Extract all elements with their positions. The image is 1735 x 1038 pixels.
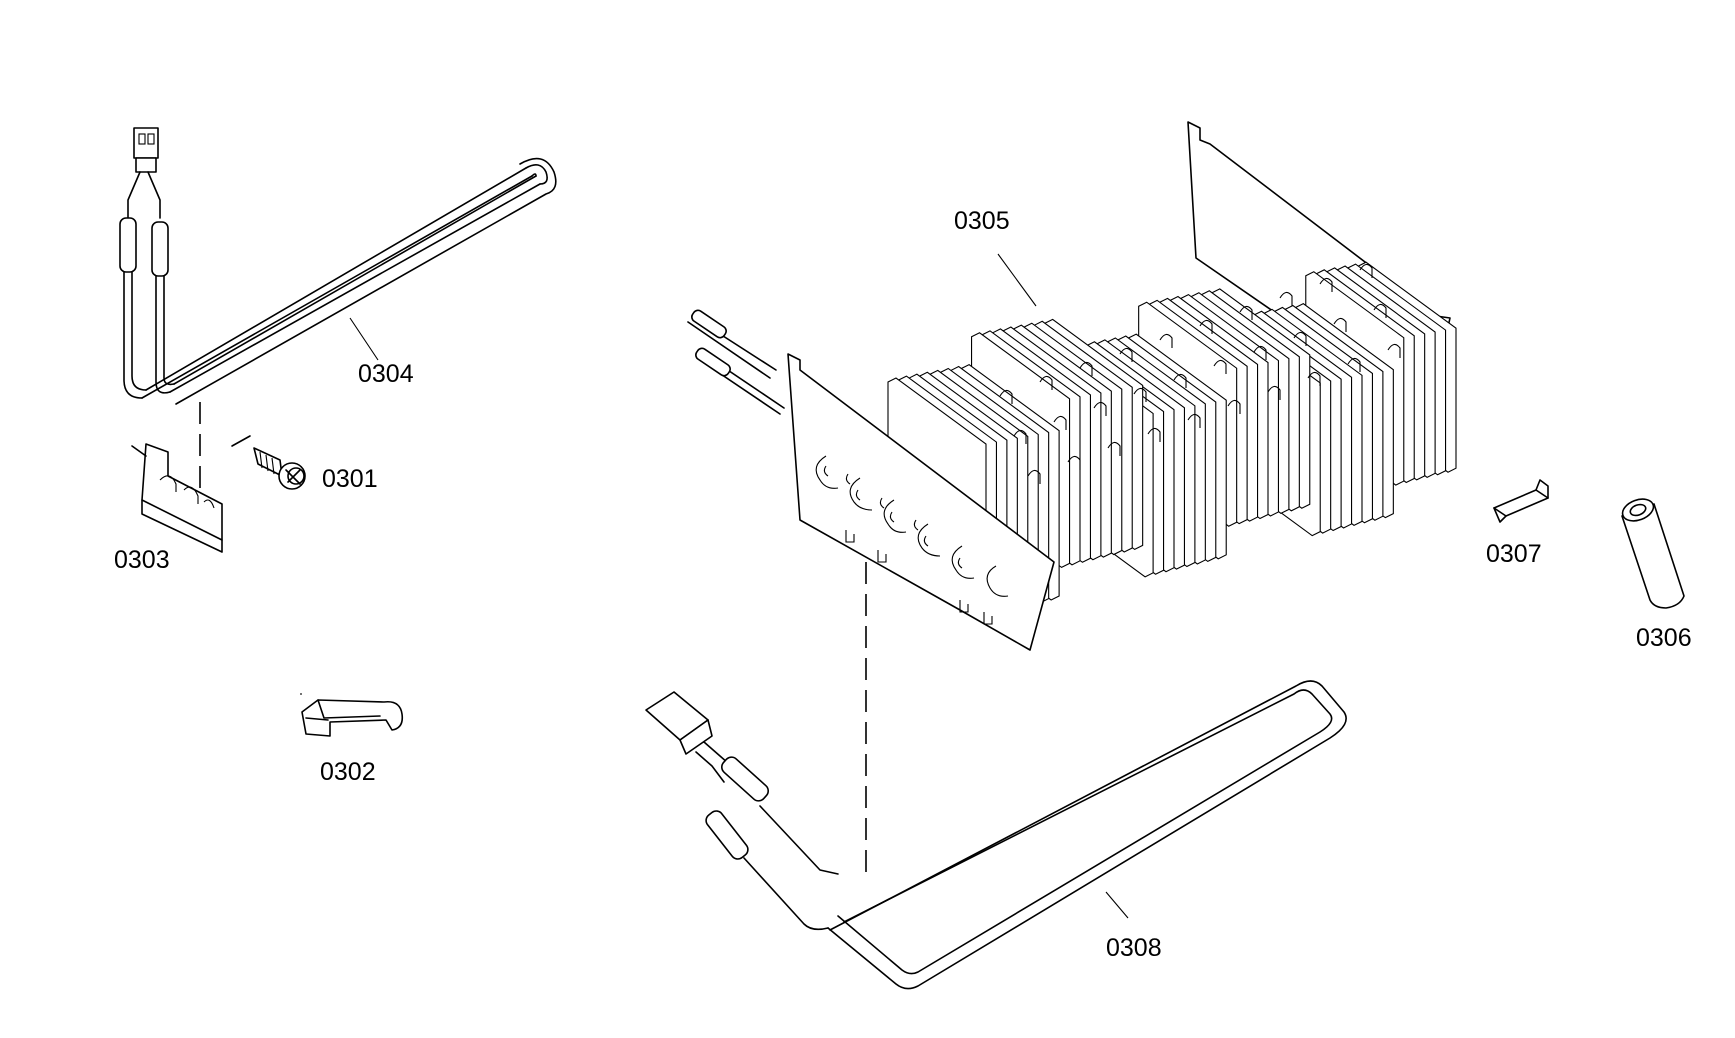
evaporator-tube-stub — [999, 389, 1013, 404]
evaporator-tube-stub — [1373, 303, 1387, 318]
evaporator-tube-stub — [1053, 415, 1067, 430]
label-0305: 0305 — [954, 207, 1010, 235]
evaporator-tube-stub — [1239, 305, 1253, 320]
evaporator-tube-stub — [1039, 375, 1053, 390]
label-0301: 0301 — [322, 465, 378, 493]
evaporator-tube-stub — [1227, 399, 1241, 414]
evaporator-tube-stub — [1013, 429, 1027, 444]
label-0308: 0308 — [1106, 934, 1162, 962]
evaporator-tube-stub — [1319, 277, 1333, 292]
evaporator-tube-stub — [1079, 361, 1093, 376]
label-0306: 0306 — [1636, 624, 1692, 652]
evaporator-tube-stub — [1159, 333, 1173, 348]
evaporator-tube-stub — [1173, 373, 1187, 388]
label-0302: 0302 — [320, 758, 376, 786]
evaporator-tube-stub — [1027, 469, 1041, 484]
evaporator-tube-stub — [1253, 345, 1267, 360]
evaporator-tube-stub — [1279, 291, 1293, 306]
evaporator-tube-stub — [1147, 427, 1161, 442]
part-0305-evaporator[interactable] — [687, 121, 1457, 651]
evaporator-tube-stub — [1093, 401, 1107, 416]
part-0307-clip[interactable] — [1493, 479, 1549, 523]
part-0308-heater-loop[interactable] — [645, 680, 1347, 990]
evaporator-tube-stub — [1187, 413, 1201, 428]
evaporator-tube-stub — [1359, 263, 1373, 278]
evaporator-tube-stub — [1107, 441, 1121, 456]
evaporator-tube-stub — [1067, 455, 1081, 470]
evaporator-tube-stub — [1387, 343, 1401, 358]
evaporator-tube-stub — [1213, 359, 1227, 374]
evaporator-tube-stub — [1333, 317, 1347, 332]
label-0304: 0304 — [358, 360, 414, 388]
part-0303-bracket[interactable] — [131, 443, 223, 553]
evaporator-tube-stub — [1307, 371, 1321, 386]
evaporator-tube-stub — [1119, 347, 1133, 362]
part-0304-heater-tube[interactable] — [119, 127, 557, 405]
part-0306-sleeve[interactable] — [1620, 495, 1685, 609]
part-0302-clip[interactable] — [300, 693, 404, 737]
label-0303: 0303 — [114, 546, 170, 574]
evaporator-tube-stub — [1267, 385, 1281, 400]
evaporator-tube-stub — [1133, 387, 1147, 402]
evaporator-tube-stub — [1199, 319, 1213, 334]
evaporator-tube-stub — [1347, 357, 1361, 372]
part-0301-screw[interactable] — [231, 435, 306, 490]
evaporator-tube-stub — [1293, 331, 1307, 346]
label-0307: 0307 — [1486, 540, 1542, 568]
